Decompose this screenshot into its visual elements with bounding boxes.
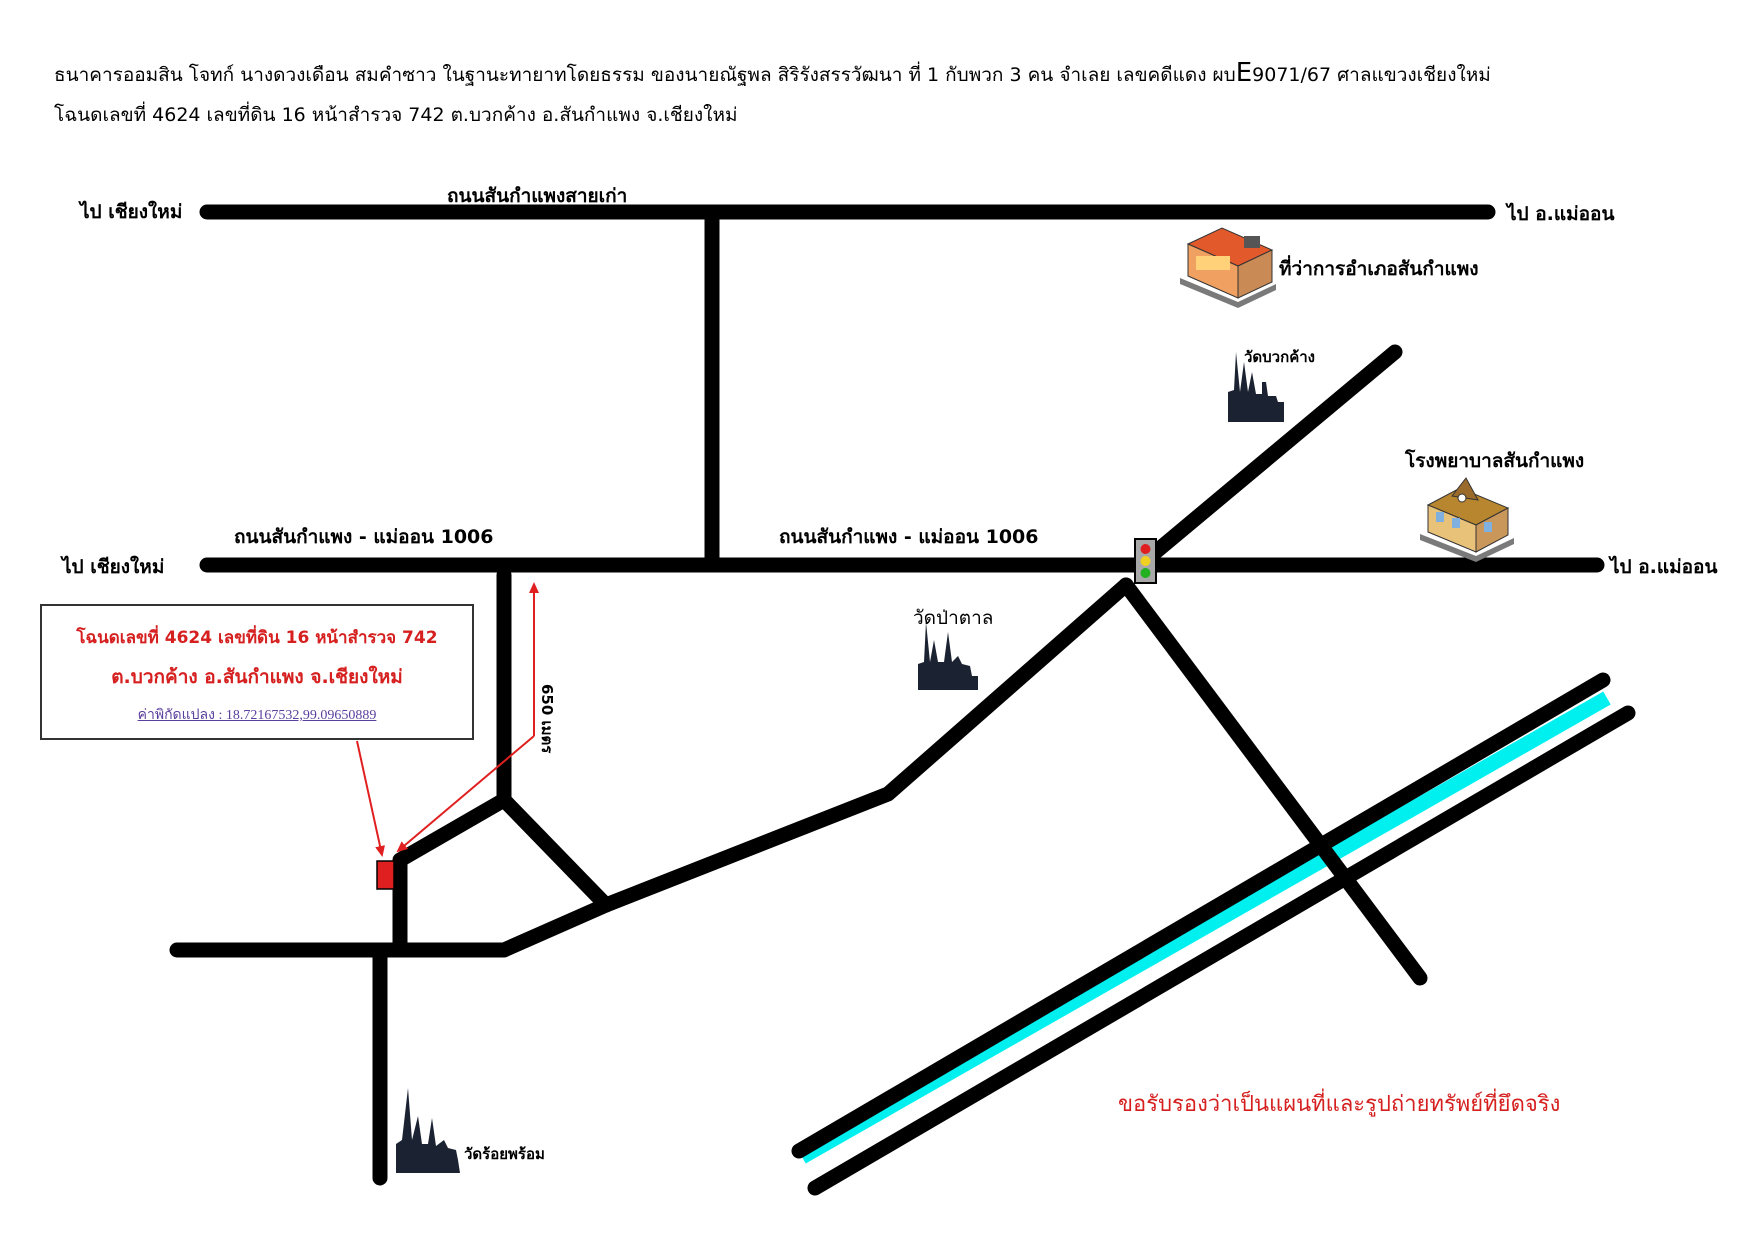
river-band bbox=[791, 672, 1636, 1196]
wat-roi-phrom-label: วัดร้อยพร้อม bbox=[464, 1145, 545, 1163]
deed-pointer-arrow bbox=[356, 740, 385, 857]
road-southwest bbox=[598, 577, 1134, 913]
plot-marker bbox=[376, 860, 395, 890]
header-line-1-text: ธนาคารออมสิน โจทก์ นางดวงเดือน สมคำซาว ใ… bbox=[54, 64, 1236, 86]
main-right-direction: ไป อ.แม่ออน bbox=[1608, 555, 1717, 578]
river-bank-upper bbox=[791, 672, 1611, 1159]
main-road-name-left: ถนนสันกำแพง - แม่ออน 1006 bbox=[234, 526, 493, 548]
lower-road bbox=[169, 897, 614, 958]
distance-label: 650 เมตร bbox=[538, 684, 556, 754]
roads bbox=[169, 204, 1605, 1186]
deed-info-box: โฉนดเลขที่ 4624 เลขที่ดิน 16 หน้าสำรวจ 7… bbox=[40, 604, 474, 740]
road-southeast bbox=[1118, 577, 1428, 986]
river-line bbox=[798, 691, 1611, 1164]
top-road-name: ถนนสันกำแพงสายเก่า bbox=[447, 185, 627, 207]
plot-pointer-arrow bbox=[396, 735, 535, 853]
coordinates-link[interactable]: ค่าพิกัดแปลง : 18.72167532,99.09650889 bbox=[137, 708, 377, 723]
top-left-direction: ไป เชียงใหม่ bbox=[78, 200, 182, 223]
wat-buak-khang-label: วัดบวกค้าง bbox=[1244, 348, 1315, 366]
river-bank-lower bbox=[807, 705, 1636, 1196]
plot-lane bbox=[392, 792, 512, 958]
traffic-light-icon bbox=[1134, 538, 1157, 584]
road-to-wat-buak-khang bbox=[1132, 344, 1403, 573]
branch-road bbox=[496, 792, 614, 913]
main-road-name-right: ถนนสันกำแพง - แม่ออน 1006 bbox=[779, 526, 1038, 548]
deed-number: โฉนดเลขที่ 4624 เลขที่ดิน 16 หน้าสำรวจ 7… bbox=[76, 628, 438, 648]
top-right-direction: ไป อ.แม่ออน bbox=[1505, 202, 1614, 225]
certification-text: ขอรับรองว่าเป็นแผนที่และรูปถ่ายทรัพย์ที่… bbox=[1118, 1092, 1561, 1117]
temple-icon bbox=[918, 622, 978, 690]
hospital-label: โรงพยาบาลสันกำแพง bbox=[1404, 449, 1584, 472]
header-line-1: ธนาคารออมสิน โจทก์ นางดวงเดือน สมคำซาว ใ… bbox=[54, 58, 1491, 90]
header-line-1-court: 9071/67 ศาลแขวงเชียงใหม่ bbox=[1252, 64, 1491, 86]
header-line-2: โฉนดเลขที่ 4624 เลขที่ดิน 16 หน้าสำรวจ 7… bbox=[54, 104, 738, 126]
district-office-label: ที่ว่าการอำเภอสันกำแพง bbox=[1279, 255, 1479, 280]
main-left-direction: ไป เชียงใหม่ bbox=[60, 555, 164, 578]
hospital-icon bbox=[1420, 477, 1514, 562]
wat-pa-tan-label: วัดป่าตาล bbox=[913, 607, 993, 629]
header-case-letter: E bbox=[1235, 58, 1253, 88]
temple-icon bbox=[396, 1088, 460, 1173]
deed-location: ต.บวกค้าง อ.สันกำแพง จ.เชียงใหม่ bbox=[111, 666, 403, 688]
temple-icon bbox=[1228, 352, 1284, 422]
building-icon bbox=[1180, 227, 1276, 308]
